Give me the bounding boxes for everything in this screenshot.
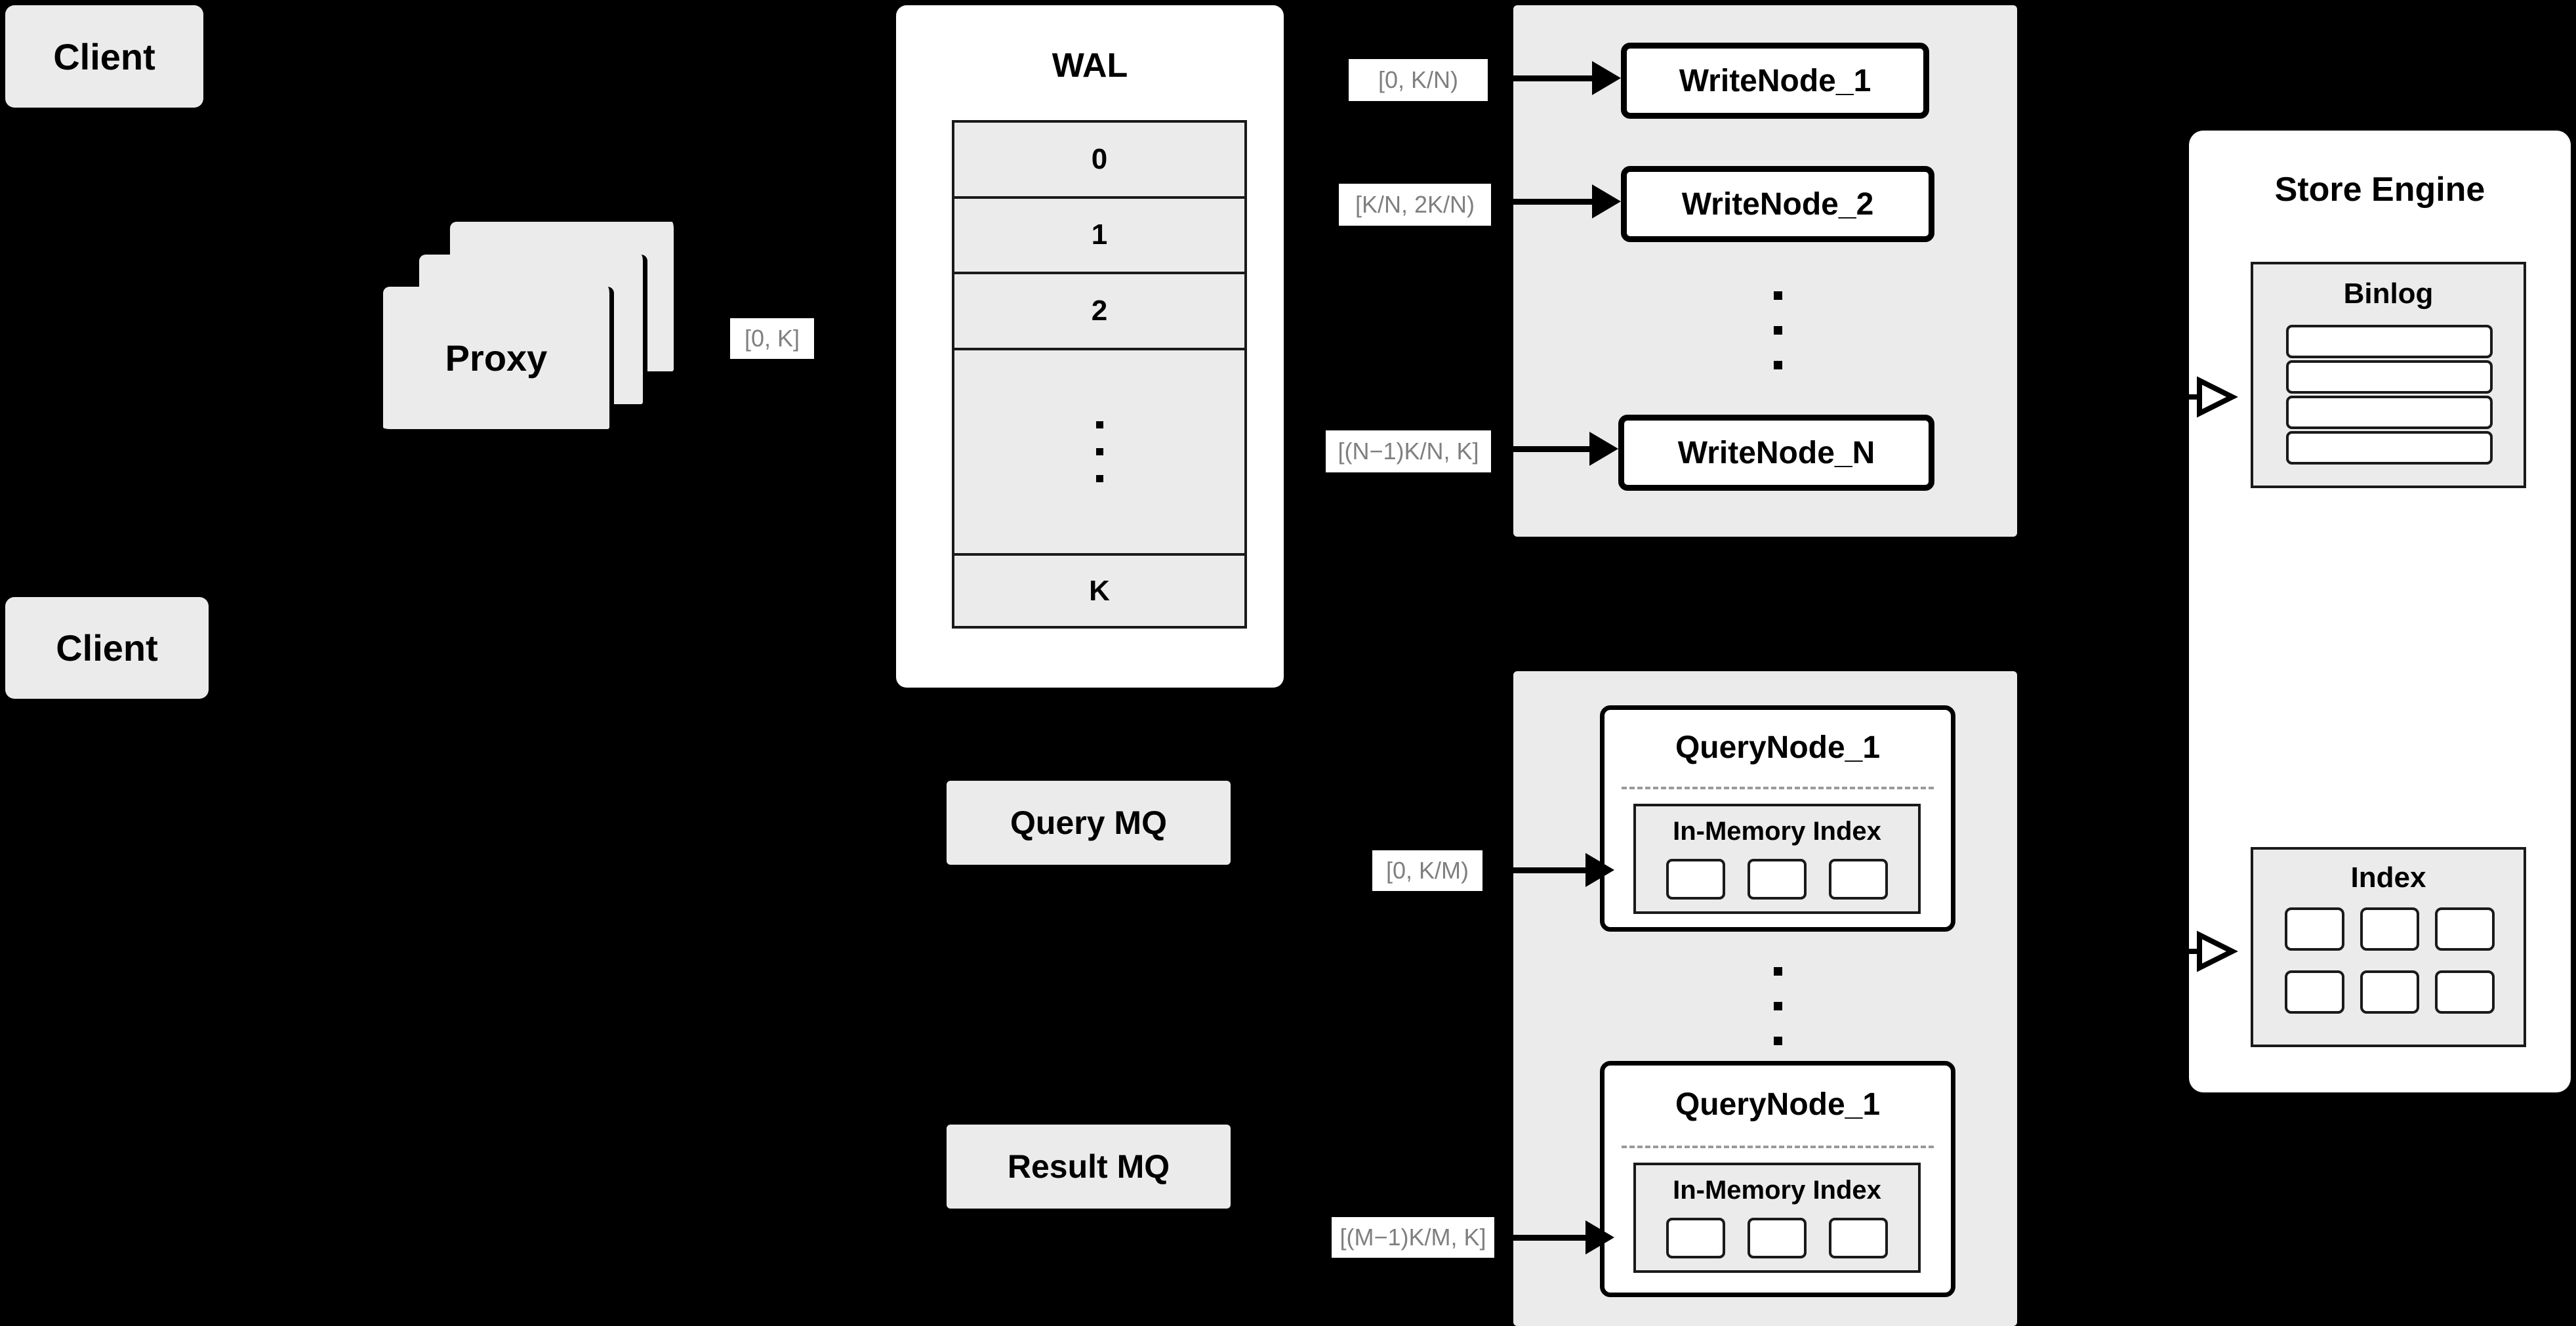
write-node-1-range-label: [0, K/N) (1349, 59, 1488, 101)
binlog-panel: Binlog (2251, 262, 2526, 488)
query-node-ellipsis (1600, 947, 1955, 1065)
ellipsis-dot (1095, 475, 1103, 483)
in-memory-index-cell (1748, 859, 1807, 900)
ellipsis-dot (1773, 966, 1782, 976)
in-memory-index-title: In-Memory Index (1673, 817, 1881, 846)
index-cell (2360, 907, 2420, 951)
client-node-1-label: Client (53, 35, 155, 77)
query-node-1[interactable]: QueryNode_1 In-Memory Index (1600, 705, 1955, 932)
wal-row-ellipsis (954, 350, 1244, 556)
index-title: Index (2350, 861, 2426, 894)
proxy-output-range-label: [0, K] (730, 318, 814, 359)
write-node-group: WriteNode_1 WriteNode_2 WriteNode_N (1513, 5, 2017, 537)
arrow-to-write-node-2-head (1592, 184, 1621, 218)
store-engine-panel: Store Engine Binlog Index (2189, 131, 2571, 1092)
query-mq-label: Query MQ (1010, 804, 1167, 841)
arrow-to-query-node-2-head (1585, 1220, 1614, 1254)
index-cell (2435, 907, 2495, 951)
write-node-1[interactable]: WriteNode_1 (1621, 43, 1929, 119)
in-memory-index-cell (1666, 859, 1725, 900)
ellipsis-dot (1773, 1036, 1782, 1045)
write-node-n[interactable]: WriteNode_N (1618, 415, 1934, 491)
ellipsis-dot (1773, 360, 1782, 369)
in-memory-index-cell (1666, 1218, 1725, 1258)
query-node-2-divider (1622, 1146, 1934, 1148)
index-cell (2360, 970, 2420, 1014)
index-cell (2435, 970, 2495, 1014)
write-node-2-range-label: [K/N, 2K/N) (1339, 184, 1491, 226)
in-memory-index-cell (1829, 859, 1888, 900)
index-cell (2285, 907, 2344, 951)
result-mq-node[interactable]: Result MQ (947, 1125, 1231, 1209)
query-node-2[interactable]: QueryNode_1 In-Memory Index (1600, 1061, 1955, 1297)
query-node-1-in-memory-index: In-Memory Index (1633, 804, 1921, 914)
wal-entry-table: 0 1 2 K (952, 120, 1247, 629)
arrow-to-query-node-1-head (1585, 853, 1614, 887)
arrow-to-write-node-1-head (1592, 61, 1621, 95)
binlog-entry-row (2286, 325, 2493, 358)
arrow-to-query-node-2-line (1513, 1235, 1592, 1241)
arrow-to-write-node-n-head (1589, 432, 1618, 466)
wal-row-0: 0 (954, 123, 1244, 199)
write-node-2-label: WriteNode_2 (1681, 186, 1874, 222)
arrow-to-binlog (2161, 376, 2238, 418)
query-node-2-in-memory-index: In-Memory Index (1633, 1163, 1921, 1273)
query-node-1-label: QueryNode_1 (1675, 730, 1881, 765)
arrow-to-index (2161, 930, 2238, 972)
binlog-entry-row (2286, 360, 2493, 394)
binlog-entry-row (2286, 396, 2493, 429)
ellipsis-dot (1773, 325, 1782, 335)
proxy-node[interactable]: Proxy (383, 287, 614, 434)
in-memory-index-title: In-Memory Index (1673, 1176, 1881, 1205)
wal-panel: WAL 0 1 2 K (896, 5, 1284, 688)
ellipsis-dot (1095, 421, 1103, 429)
write-node-1-label: WriteNode_1 (1679, 63, 1871, 98)
write-node-n-label: WriteNode_N (1677, 435, 1875, 470)
wal-row-2: 2 (954, 274, 1244, 350)
index-panel: Index (2251, 847, 2526, 1047)
index-cell (2285, 970, 2344, 1014)
arrow-to-write-node-1-line (1513, 75, 1599, 81)
query-node-2-range-label: [(M−1)K/M, K] (1332, 1217, 1494, 1258)
query-mq-node[interactable]: Query MQ (947, 781, 1231, 865)
wal-row-1: 1 (954, 198, 1244, 275)
query-node-1-divider (1622, 787, 1934, 789)
wal-title: WAL (1052, 47, 1128, 85)
write-node-2[interactable]: WriteNode_2 (1621, 166, 1934, 242)
client-node-1[interactable]: Client (5, 5, 203, 108)
in-memory-index-cell (1748, 1218, 1807, 1258)
binlog-entry-row (2286, 431, 2493, 465)
binlog-title: Binlog (2343, 278, 2434, 310)
write-node-n-range-label: [(N−1)K/N, K] (1326, 430, 1491, 472)
arrow-to-query-node-1-line (1513, 867, 1592, 873)
client-node-2-label: Client (56, 627, 158, 669)
arrow-to-write-node-n-line (1513, 446, 1596, 452)
wal-row-last: K (954, 556, 1244, 626)
ellipsis-dot (1773, 1001, 1782, 1010)
arrow-to-write-node-2-line (1513, 199, 1599, 205)
query-node-1-range-label: [0, K/M) (1372, 850, 1482, 891)
query-node-group: QueryNode_1 In-Memory Index QueryNode_1 (1513, 671, 2017, 1326)
client-node-2[interactable]: Client (5, 597, 209, 699)
store-engine-title: Store Engine (2274, 171, 2485, 209)
ellipsis-dot (1773, 291, 1782, 300)
result-mq-label: Result MQ (1007, 1148, 1170, 1185)
ellipsis-dot (1095, 448, 1103, 456)
query-node-2-label: QueryNode_1 (1675, 1087, 1881, 1122)
write-node-ellipsis (1621, 271, 1934, 389)
in-memory-index-cell (1829, 1218, 1888, 1258)
proxy-label: Proxy (445, 337, 548, 379)
